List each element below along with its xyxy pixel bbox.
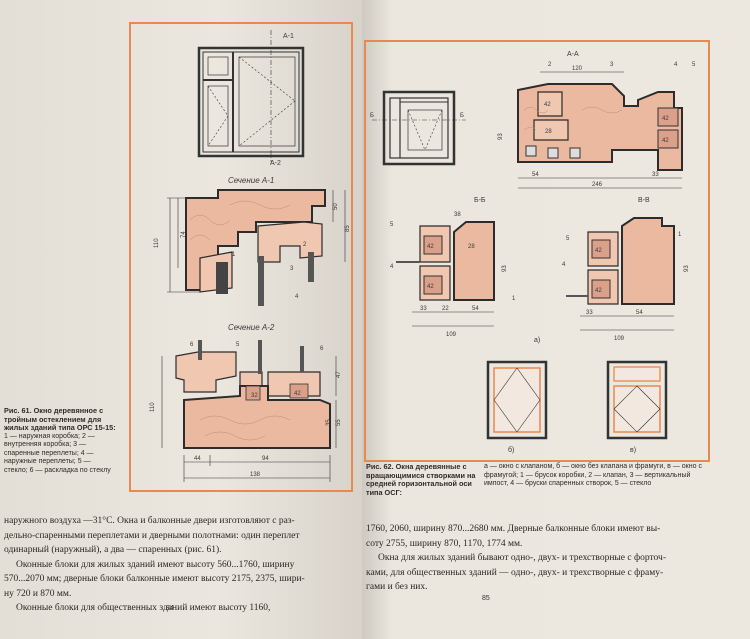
section-aa-title: А-А (567, 51, 579, 58)
svg-text:33: 33 (420, 306, 427, 312)
svg-text:Б: Б (460, 113, 464, 119)
svg-text:93: 93 (684, 265, 690, 272)
section-a2-title: Сечение А-2 (228, 323, 275, 332)
section-aa: 42 28 42 42 120 54 33 246 93 2 3 4 5 (498, 62, 696, 189)
svg-text:50: 50 (333, 203, 339, 210)
figure-61-caption: Рис. 61. Окно деревянное с тройным остек… (4, 406, 116, 475)
svg-text:120: 120 (572, 66, 583, 72)
svg-text:42: 42 (427, 284, 434, 290)
svg-text:5: 5 (566, 236, 570, 242)
svg-text:2: 2 (303, 242, 307, 248)
svg-text:2: 2 (548, 62, 552, 68)
svg-text:4: 4 (295, 294, 299, 300)
svg-text:42: 42 (595, 248, 602, 254)
svg-text:38: 38 (454, 212, 461, 218)
figure-61-legend: 1 — наружная коробка; 2 — внутренняя кор… (4, 432, 111, 474)
section-vv-title: В-В (638, 197, 650, 204)
svg-text:54: 54 (472, 306, 479, 312)
svg-text:42: 42 (427, 244, 434, 250)
svg-text:93: 93 (498, 133, 504, 140)
section-a1-title: Сечение А-1 (228, 176, 274, 185)
svg-text:35: 35 (326, 419, 332, 426)
svg-text:109: 109 (614, 336, 625, 342)
page-number-right: 85 (482, 595, 490, 602)
right-page: Б Б А-А 42 28 42 42 120 (362, 0, 750, 639)
svg-text:3: 3 (610, 62, 614, 68)
svg-text:94: 94 (262, 456, 269, 462)
svg-text:1: 1 (512, 296, 516, 302)
window-elevation: А-1 А-2 (197, 30, 305, 167)
svg-text:22: 22 (442, 306, 449, 312)
section-a1: 110 74 50 85 1 2 3 4 (154, 189, 351, 306)
svg-text:42: 42 (294, 391, 301, 397)
svg-text:4: 4 (562, 262, 566, 268)
svg-text:5: 5 (692, 62, 696, 68)
svg-text:85: 85 (345, 225, 351, 232)
svg-text:28: 28 (545, 129, 552, 135)
svg-text:44: 44 (194, 456, 201, 462)
svg-text:42: 42 (662, 138, 669, 144)
page-number-left: 84 (166, 605, 174, 612)
svg-text:4: 4 (674, 62, 678, 68)
section-a2: 32 42 110 47 55 35 44 94 138 6 (150, 340, 342, 482)
sub-label-b: б) (508, 446, 514, 454)
svg-text:93: 93 (502, 265, 508, 272)
sub-label-a: а) (534, 337, 540, 344)
svg-text:110: 110 (154, 238, 160, 248)
svg-text:109: 109 (446, 332, 457, 338)
figure-62-label: Рис. 62. Окна деревянные с вращающимися … (366, 462, 476, 497)
left-page: А-1 А-2 Сечение А-1 110 74 (0, 0, 362, 639)
svg-text:32: 32 (251, 393, 258, 399)
svg-text:33: 33 (652, 172, 659, 178)
right-body-text: 1760, 2060, ширину 870...2680 мм. Дверны… (366, 524, 666, 592)
svg-text:5: 5 (236, 342, 240, 348)
svg-text:5: 5 (390, 222, 394, 228)
svg-text:42: 42 (595, 288, 602, 294)
svg-text:42: 42 (662, 116, 669, 122)
figure-61-frame (129, 22, 353, 492)
svg-text:55: 55 (336, 419, 342, 426)
svg-text:47: 47 (336, 371, 342, 378)
svg-text:138: 138 (250, 472, 261, 478)
svg-text:74: 74 (181, 231, 187, 238)
window-elevation-v (606, 360, 668, 440)
svg-text:54: 54 (532, 172, 539, 178)
label-a1: А-1 (283, 33, 294, 40)
left-body-text: наружного воздуха —31°С. Окна и балконны… (4, 516, 305, 613)
svg-text:4: 4 (390, 264, 394, 270)
svg-text:6: 6 (320, 346, 324, 352)
svg-text:42: 42 (544, 102, 551, 108)
svg-text:33: 33 (586, 310, 593, 316)
svg-text:1: 1 (232, 252, 236, 258)
svg-text:6: 6 (190, 342, 194, 348)
svg-text:28: 28 (468, 244, 475, 250)
figure-62-legend: а — окно с клапаном, б — окно без клапан… (484, 463, 702, 487)
sub-label-v: в) (630, 447, 636, 454)
svg-text:54: 54 (636, 310, 643, 316)
section-bb-title: Б-Б (474, 197, 486, 204)
svg-text:110: 110 (150, 402, 156, 412)
section-vv: 42 42 33 54 109 93 5 4 1 (562, 217, 690, 342)
section-bb: 42 42 28 33 22 54 109 38 93 5 4 1 (390, 212, 516, 338)
figure-62-frame (364, 40, 710, 462)
svg-text:Б: Б (370, 113, 374, 119)
figure-61-label: Рис. 61. Окно деревянное с тройным остек… (4, 406, 116, 432)
label-a2: А-2 (270, 160, 281, 167)
figure-62-caption: Рис. 62. Окна деревянные с вращающимися … (366, 462, 706, 497)
svg-text:246: 246 (592, 182, 603, 188)
svg-text:3: 3 (290, 266, 294, 272)
figure-61-drawing: А-1 А-2 Сечение А-1 110 74 (150, 30, 351, 482)
window-elevation-small: Б Б (370, 90, 466, 166)
figure-62-drawing: Б Б А-А 42 28 42 42 120 (370, 51, 696, 454)
svg-text:1: 1 (678, 232, 682, 238)
window-elevation-b (486, 360, 548, 440)
